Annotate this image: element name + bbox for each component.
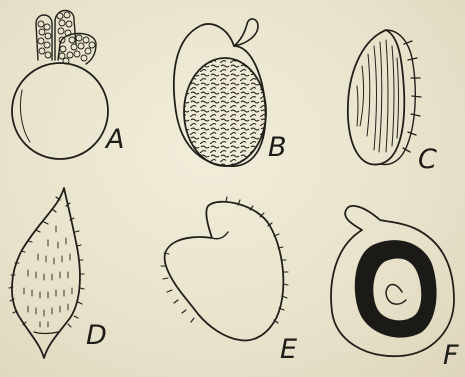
figure-label-b: B (268, 134, 287, 161)
figure-label-c: C (418, 146, 437, 173)
figure-a-papillae (36, 10, 96, 64)
figure-label-e: E (280, 336, 297, 363)
figure-b-drawing (174, 19, 266, 166)
figure-label-a: A (106, 126, 124, 153)
figure-label-f: F (443, 342, 459, 369)
figure-e-drawing (161, 197, 288, 340)
figure-d-drawing (9, 188, 84, 358)
figure-f-drawing (331, 206, 454, 356)
figure-a-drawing (12, 10, 108, 159)
figure-c-drawing (348, 30, 421, 165)
figure-label-d: D (86, 322, 107, 349)
